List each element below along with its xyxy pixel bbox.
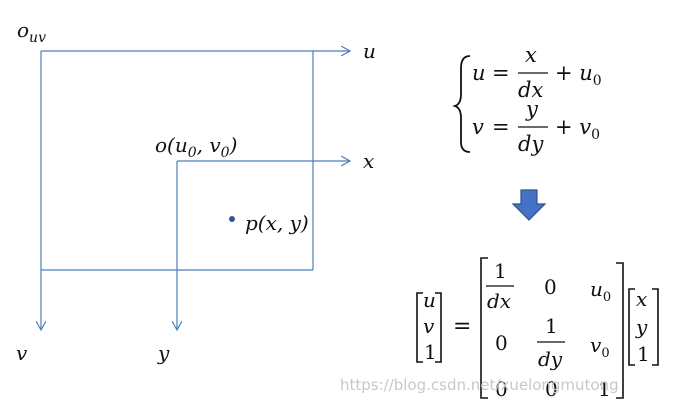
eq1-equals: = xyxy=(492,61,510,85)
m23: v0 xyxy=(590,333,610,361)
system-brace xyxy=(452,55,471,153)
lhs-entry-1: 1 xyxy=(424,340,437,364)
m32: 0 xyxy=(545,377,558,401)
matrix-equals: = xyxy=(453,314,471,339)
y-axis-label: y xyxy=(157,341,170,365)
v-axis-label: v xyxy=(16,341,28,365)
m12: 0 xyxy=(544,275,557,299)
u-axis-label: u xyxy=(363,39,376,63)
matrix-right-bracket xyxy=(616,262,624,399)
eq1-lhs: u xyxy=(472,61,486,85)
m21: 0 xyxy=(495,331,508,355)
matrix-equation: u v 1 = 1 dx 0 u0 0 1 dy v0 0 0 1 x y 1 xyxy=(416,257,659,401)
m22-denominator: dy xyxy=(538,347,563,371)
point-p-label: p(x, y) xyxy=(245,211,309,235)
lhs-left-bracket xyxy=(416,292,423,363)
equation-system: u = x dx + u0 v = y dy + v0 xyxy=(452,43,602,156)
eq2-offset: + v0 xyxy=(555,115,600,143)
eq2-numerator: y xyxy=(525,97,539,121)
uv-coordinate-system xyxy=(41,51,350,330)
eq2-equals: = xyxy=(492,115,510,139)
m31: 0 xyxy=(495,377,508,401)
m11-denominator: dx xyxy=(487,289,511,313)
matrix-left-bracket xyxy=(480,257,488,399)
eq1-numerator: x xyxy=(525,43,537,67)
m22-numerator: 1 xyxy=(545,314,558,338)
watermark-text: https://blog.csdn.net/xuelongmutong xyxy=(340,376,619,394)
xy-coordinate-system xyxy=(177,161,350,330)
point-p-marker xyxy=(229,216,235,222)
m11-numerator: 1 xyxy=(494,259,507,283)
eq1-offset: + u0 xyxy=(555,61,602,89)
rhs-right-bracket xyxy=(652,288,659,366)
eq2-lhs: v xyxy=(472,115,484,139)
x-axis-label: x xyxy=(363,149,374,173)
eq1-denominator: dx xyxy=(518,78,543,102)
lhs-entry-u: u xyxy=(423,288,436,312)
rhs-entry-y: y xyxy=(635,315,648,339)
rhs-entry-x: x xyxy=(636,287,647,311)
lhs-entry-v: v xyxy=(423,314,435,338)
m13: u0 xyxy=(590,277,611,305)
rhs-entry-1: 1 xyxy=(637,342,650,366)
m33: 1 xyxy=(598,377,611,401)
down-arrow-icon xyxy=(511,189,547,221)
eq2-denominator: dy xyxy=(518,132,544,156)
rhs-left-bracket xyxy=(628,288,635,366)
origin-xy-label: o(u0, v0) xyxy=(155,133,237,161)
origin-uv-label: ouv xyxy=(17,18,46,46)
lhs-right-bracket xyxy=(435,292,442,363)
